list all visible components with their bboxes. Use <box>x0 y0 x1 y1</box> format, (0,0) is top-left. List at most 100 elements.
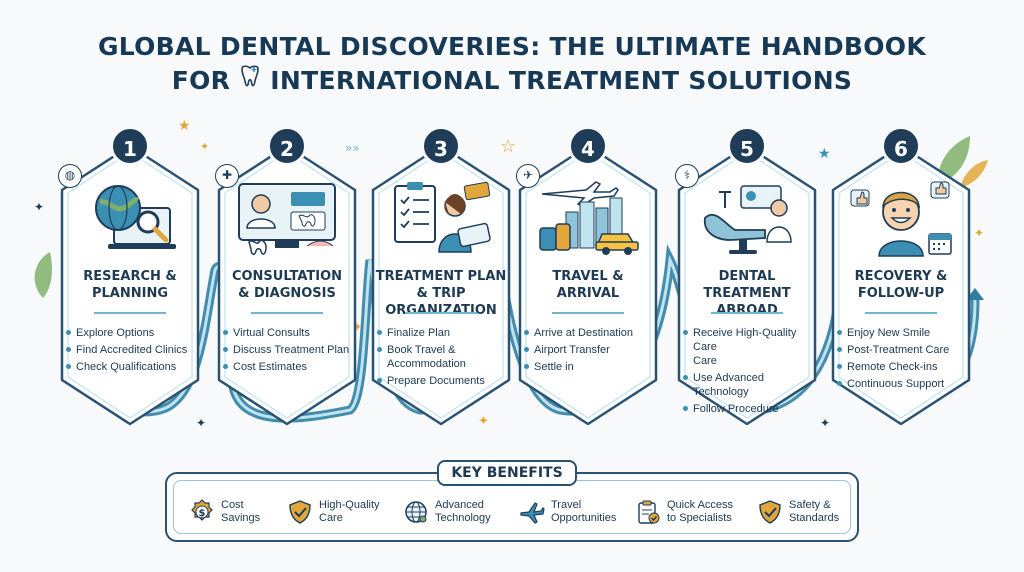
step-item: Airport Transfer <box>524 343 660 357</box>
step-title: TREATMENT PLAN & TRIP ORGANIZATION <box>375 269 507 318</box>
benefit-label: Safety & Standards <box>789 499 840 524</box>
step-item: Virtual Consults <box>223 326 359 340</box>
step-number-badge: 6 <box>881 126 921 166</box>
step-number-badge: 1 <box>110 126 150 166</box>
step-title: RECOVERY & FOLLOW-UP <box>854 269 948 301</box>
star-icon: ★ <box>818 146 831 162</box>
step-item: Receive High-Quality Care Care <box>683 326 819 368</box>
step-item: Arrive at Destination <box>524 326 660 340</box>
star-icon: ☆ <box>500 136 517 157</box>
leaf-icon <box>937 136 988 188</box>
clipboard-check-icon <box>635 499 661 525</box>
svg-text:$: $ <box>199 508 206 519</box>
sparkle-icon: ✦ <box>196 416 207 430</box>
benefit-item: Quick Access to Specialists <box>635 496 733 528</box>
step-illustration <box>78 178 182 258</box>
star-icon: ★ <box>178 118 191 134</box>
step-item: Follow Procedure <box>683 402 819 416</box>
title-line-2-start: FOR <box>171 66 231 95</box>
key-benefits-title: KEY BENEFITS <box>437 460 577 486</box>
shield-check-icon <box>287 499 313 525</box>
benefit-item: High-Quality Care <box>287 496 380 528</box>
step-item: Enjoy New Smile <box>837 326 973 340</box>
step-title: CONSULTATION & DIAGNOSIS <box>231 269 343 301</box>
step-title: RESEARCH & PLANNING <box>83 269 177 301</box>
step-item: Prepare Documents <box>377 374 513 388</box>
globe-icon: ◍ <box>58 164 82 188</box>
title-line-2-end: INTERNATIONAL TREATMENT SOLUTIONS <box>270 66 853 95</box>
step-illustration <box>536 178 640 258</box>
page-title: GLOBAL DENTAL DISCOVERIES: THE ULTIMATE … <box>0 30 1024 100</box>
title-line-2: FOR INTERNATIONAL TREATMENT SOLUTIONS <box>0 64 1024 100</box>
step-number-badge: 2 <box>267 126 307 166</box>
step-title: TRAVEL & ARRIVAL <box>552 269 624 301</box>
step-item: Check Qualifications <box>66 360 202 374</box>
step-divider <box>552 312 624 314</box>
shield-check-icon <box>757 499 783 525</box>
step-item: Post-Treatment Care <box>837 343 973 357</box>
step-illustration <box>849 178 953 258</box>
step-item: Continuous Support <box>837 377 973 391</box>
benefit-item: Travel Opportunities <box>519 496 616 528</box>
tooth-icon: ⚕ <box>675 164 699 188</box>
sparkle-icon: ✦ <box>34 200 45 214</box>
step-divider <box>94 312 166 314</box>
airplane-icon: ✈ <box>516 164 540 188</box>
sparkle-icon: ✦ <box>820 416 831 430</box>
step-divider <box>405 312 477 314</box>
benefit-item: Safety & Standards <box>757 496 839 528</box>
step-divider <box>865 312 937 314</box>
step-item: Remote Check-ins <box>837 360 973 374</box>
step-item: Settle in <box>524 360 660 374</box>
step-illustration <box>695 178 799 258</box>
step-item: Explore Options <box>66 326 202 340</box>
step-item: Find Accredited Clinics <box>66 343 202 357</box>
star-icon: ✦ <box>200 140 210 153</box>
step-item: Discuss Treatment Plan <box>223 343 359 357</box>
step-item: Finalize Plan <box>377 326 513 340</box>
tooth-icon <box>239 65 261 100</box>
step-item: Cost Estimates <box>223 360 359 374</box>
step-number-badge: 3 <box>421 126 461 166</box>
leaf-icon <box>34 252 52 298</box>
step-item: Use Advanced Technology <box>683 371 819 399</box>
sparkle-icon: ✦ <box>974 226 985 240</box>
step-illustration <box>235 178 339 258</box>
step-number-badge: 4 <box>568 126 608 166</box>
dollar-coin-icon: $ <box>189 499 215 525</box>
step-item: Book Travel & Accommodation <box>377 343 513 371</box>
sparkle-icon: ✦ <box>352 320 363 334</box>
airplane-icon <box>519 499 545 525</box>
title-line-1: GLOBAL DENTAL DISCOVERIES: THE ULTIMATE … <box>97 32 927 61</box>
benefit-label: High-Quality Care <box>319 499 380 524</box>
globe-network-icon <box>403 499 429 525</box>
benefit-item: $ Cost Savings <box>189 496 260 528</box>
step-card-frame <box>831 144 971 426</box>
doctor-icon: ✚ <box>215 164 239 188</box>
key-benefits-panel: KEY BENEFITS $ Cost Savings High-Quality C… <box>165 460 859 542</box>
benefit-label: Advanced Technology <box>435 499 491 524</box>
step-illustration <box>389 178 493 258</box>
step-divider <box>711 312 783 314</box>
benefit-label: Quick Access to Specialists <box>667 499 734 524</box>
sparkle-icon: ✦ <box>478 414 489 429</box>
benefit-label: Cost Savings <box>221 499 261 524</box>
benefit-item: Advanced Technology <box>403 496 491 528</box>
benefit-label: Travel Opportunities <box>551 499 617 524</box>
step-divider <box>251 312 323 314</box>
step-title: DENTAL TREATMENT ABROAD <box>703 269 791 318</box>
step-number-badge: 5 <box>727 126 767 166</box>
key-benefits-frame <box>173 480 851 534</box>
